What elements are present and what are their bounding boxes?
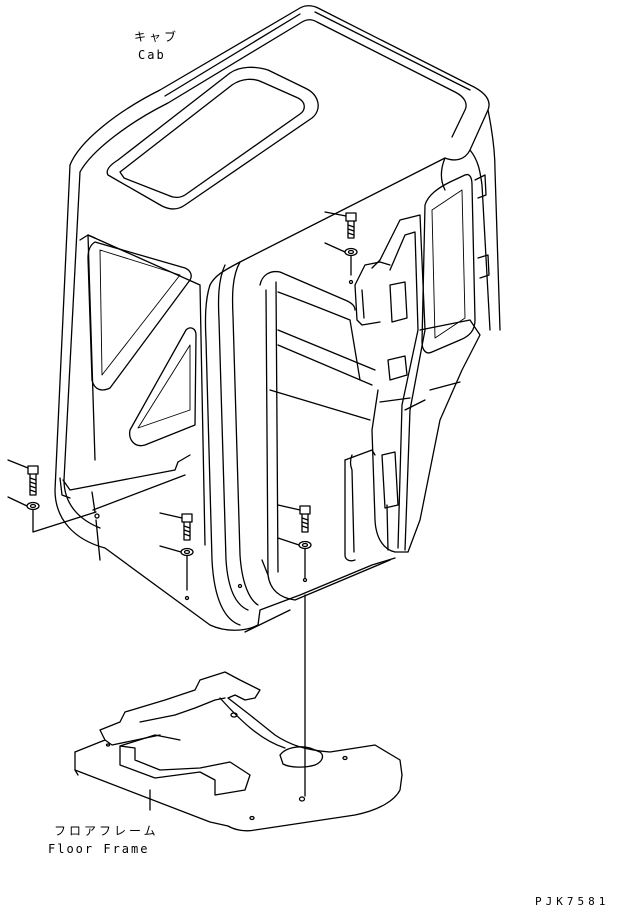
drawing-code: PJK7581	[535, 895, 610, 908]
bolt-washer-left	[7, 459, 97, 533]
floor-frame-label-en: Floor Frame	[48, 842, 150, 856]
bolt-washer-center-left	[159, 512, 194, 601]
cab-label-jp: キャブ	[134, 30, 180, 44]
cab-label-en: Cab	[138, 48, 166, 62]
floor-frame-label-jp: フロアフレーム	[54, 824, 159, 838]
bolt-washer-center-right	[277, 504, 312, 583]
floor-frame-drawing	[74, 671, 403, 832]
bolt-washer-right	[324, 211, 358, 285]
cab-drawing	[54, 5, 501, 633]
